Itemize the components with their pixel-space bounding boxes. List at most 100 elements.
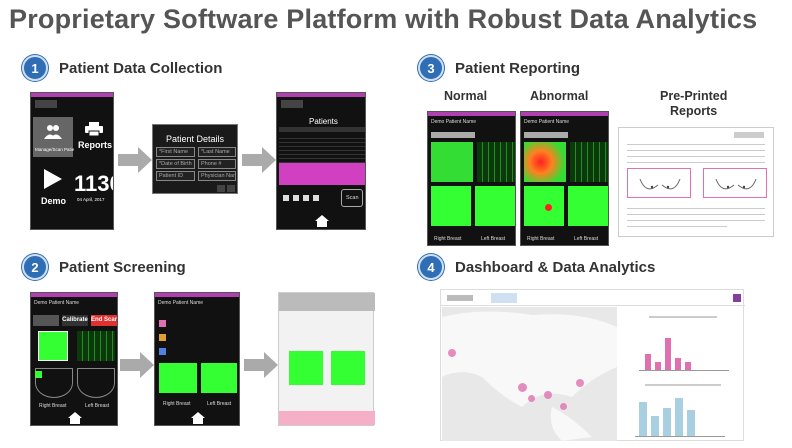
reports-tile[interactable]: Reports: [74, 117, 113, 157]
report-text-line: [627, 162, 765, 163]
chart-bar: [645, 354, 651, 370]
report-right-breast-diagram: [627, 168, 691, 198]
dialog-add-button[interactable]: [227, 185, 235, 192]
flow-arrow-icon: [120, 352, 154, 378]
dob-field[interactable]: *Date of Birth: [156, 159, 195, 169]
first-name-field[interactable]: *First Name: [156, 147, 195, 157]
manage-scan-tile[interactable]: Manage/Scan Patients: [33, 117, 80, 157]
report-logo: [734, 132, 764, 138]
chart-title-placeholder: [649, 316, 717, 318]
data-point-marker[interactable]: [518, 383, 527, 392]
abnormal-grid: [570, 142, 608, 182]
app-header-bar: [521, 112, 608, 116]
normal-right-image: [431, 186, 471, 226]
chart-axis: [639, 370, 729, 371]
clinical-exam-option[interactable]: [159, 348, 166, 355]
app-header-bar: [428, 112, 515, 116]
scan-progress-button[interactable]: [33, 315, 59, 326]
map-land-shapes: [442, 311, 617, 441]
normal-label: Normal: [444, 89, 488, 103]
patient-id-field[interactable]: Patient ID: [156, 171, 195, 181]
app-header-bar: [155, 293, 239, 297]
scan-point-marker: [35, 371, 42, 378]
last-name-field[interactable]: *Last Name: [198, 147, 236, 157]
selected-patient-rows[interactable]: [279, 163, 365, 185]
right-result-image: [159, 363, 197, 393]
step-number-4: 4: [418, 254, 444, 280]
right-breast-diagram: [35, 368, 73, 398]
patient-details-dialog: Patient Details *First Name *Last Name *…: [152, 124, 238, 194]
data-point-marker[interactable]: [528, 395, 535, 402]
data-point-marker[interactable]: [544, 391, 552, 399]
dashboard-logo: [447, 295, 473, 301]
step-number-3: 3: [418, 55, 444, 81]
flow-arrow-icon: [242, 147, 276, 173]
left-breast-label: Left Breast: [207, 401, 232, 407]
app-logo: [35, 100, 57, 108]
abnormal-heatmap: [524, 142, 566, 182]
data-point-marker[interactable]: [576, 379, 584, 387]
left-breast-label: Left Breast: [574, 236, 599, 242]
date-label: 04 April, 2017: [77, 197, 105, 202]
step-number-2: 2: [22, 254, 48, 280]
report-left-image: [331, 351, 365, 385]
preprinted-label-line2: Reports: [670, 104, 718, 118]
home-icon[interactable]: [191, 412, 205, 424]
analytics-dashboard: [440, 289, 745, 441]
results-patient-name: Demo Patient Name: [158, 300, 204, 306]
scan-grid: [77, 331, 115, 361]
data-point-marker[interactable]: [448, 349, 456, 357]
section-3-title: Patient Reporting: [455, 59, 581, 77]
app-header-bar: [277, 93, 365, 97]
reports-label: Reports: [78, 140, 113, 150]
right-breast-label: Right Breast: [527, 236, 555, 242]
section-3-header: 3 Patient Reporting: [418, 55, 580, 81]
live-scan-image: [38, 331, 68, 361]
section-1-title: Patient Data Collection: [59, 59, 223, 77]
report-text-line: [627, 208, 765, 209]
demo-label: Demo: [41, 196, 67, 206]
right-breast-label: Right Breast: [39, 403, 67, 409]
dialog-done-button[interactable]: [217, 185, 225, 192]
phone-field[interactable]: Phone #: [198, 159, 236, 169]
home-icon[interactable]: [315, 215, 329, 227]
chart-bar: [639, 402, 647, 436]
app-header-bar: [31, 93, 113, 97]
normal-report-screen: Demo Patient Name Right Breast Left Brea…: [427, 111, 516, 246]
world-map[interactable]: [442, 307, 617, 441]
scan-button[interactable]: Scan: [341, 189, 363, 207]
ultrasound-option[interactable]: [159, 334, 166, 341]
dashboard-tab[interactable]: [491, 293, 517, 303]
malignant-by-age-chart: [625, 384, 741, 440]
chart-bar: [665, 338, 671, 370]
abnormal-lesion-marker: [545, 204, 552, 211]
screening-screen: Demo Patient Name Calibrate End Scan Rig…: [30, 292, 118, 426]
normal-finding-banner: [431, 132, 475, 138]
chart-bar: [685, 362, 691, 370]
normal-patient-name: Demo Patient Name: [431, 119, 477, 125]
section-4-header: 4 Dashboard & Data Analytics: [418, 254, 655, 280]
dashboard-header: [441, 290, 745, 306]
breast-outline-icon: [715, 178, 757, 190]
demo-tile[interactable]: Demo: [33, 163, 73, 213]
right-breast-label: Right Breast: [434, 236, 462, 242]
patient-actions: [283, 195, 323, 201]
dashboard-menu-button[interactable]: [733, 294, 741, 302]
breast-outline-icon: [639, 178, 681, 190]
end-scan-button[interactable]: End Scan: [91, 315, 117, 326]
abnormal-right-image: [524, 186, 564, 226]
chart-bar: [675, 358, 681, 370]
section-2-title: Patient Screening: [59, 258, 186, 276]
chart-bar: [675, 398, 683, 436]
dialog-title: Patient Details: [165, 134, 225, 144]
patient-search[interactable]: [279, 127, 365, 132]
report-text-line: [627, 150, 765, 151]
calibrate-button[interactable]: Calibrate: [62, 315, 88, 326]
people-icon: [44, 125, 62, 139]
section-2-header: 2 Patient Screening: [22, 254, 186, 280]
physician-field[interactable]: Physician Name: [198, 171, 236, 181]
mammogram-option[interactable]: [159, 320, 166, 327]
data-point-marker[interactable]: [560, 403, 567, 410]
home-icon[interactable]: [68, 412, 82, 424]
